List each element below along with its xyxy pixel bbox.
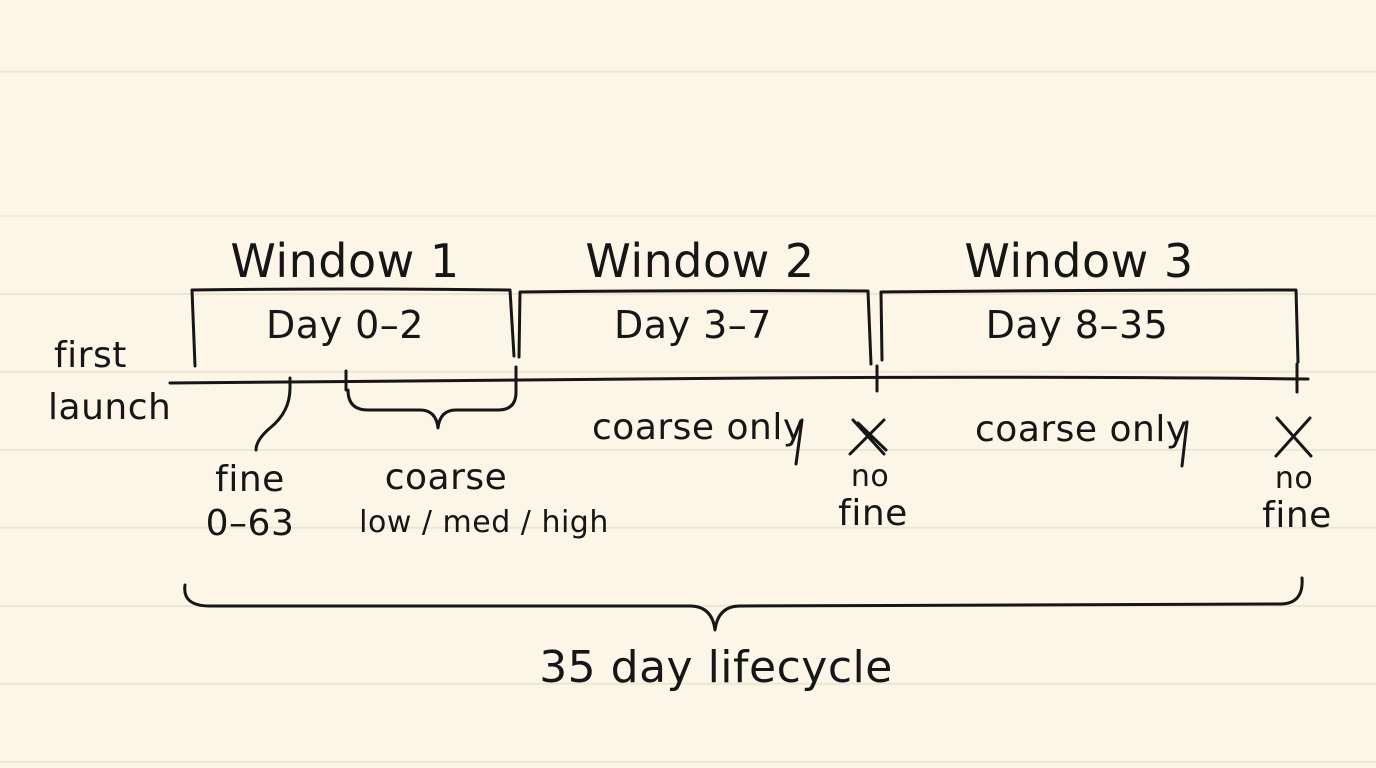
window-1-days: Day 0–2 bbox=[266, 303, 424, 347]
lifecycle-brace bbox=[183, 576, 1304, 632]
only-descender-3 bbox=[1180, 420, 1189, 468]
timeline-axis bbox=[168, 375, 1310, 385]
cross-day-8 bbox=[848, 418, 888, 456]
coarse-levels-label: low / med / high bbox=[359, 505, 609, 540]
window-1-box bbox=[190, 287, 516, 368]
window-3-note: coarse only bbox=[975, 409, 1188, 450]
no-fine-day-35-line-2: fine bbox=[1262, 495, 1332, 536]
only-descender-2 bbox=[794, 418, 804, 466]
first-launch-label-line-1: first bbox=[54, 335, 127, 376]
window-2-box bbox=[517, 289, 873, 366]
window-2-title: Window 2 bbox=[585, 234, 815, 288]
fine-range-label: 0–63 bbox=[205, 503, 295, 544]
cross-day-35 bbox=[1274, 416, 1313, 458]
no-fine-day-8-line-1: no bbox=[850, 459, 890, 494]
window-3-days: Day 8–35 bbox=[985, 303, 1169, 347]
coarse-brace bbox=[346, 388, 518, 430]
lifecycle-label: 35 day lifecycle bbox=[539, 642, 893, 693]
coarse-label: coarse bbox=[384, 457, 508, 498]
first-launch-label-line-2: launch bbox=[48, 387, 172, 428]
window-3-box bbox=[879, 288, 1300, 364]
no-fine-day-8-line-2: fine bbox=[838, 493, 908, 534]
window-1-title: Window 1 bbox=[230, 234, 460, 288]
fine-pointer bbox=[254, 386, 292, 452]
no-fine-day-35-line-1: no bbox=[1274, 461, 1314, 496]
window-2-days: Day 3–7 bbox=[614, 303, 772, 347]
window-2-note: coarse only bbox=[592, 407, 805, 448]
fine-label: fine bbox=[215, 459, 285, 500]
window-3-title: Window 3 bbox=[964, 234, 1194, 288]
